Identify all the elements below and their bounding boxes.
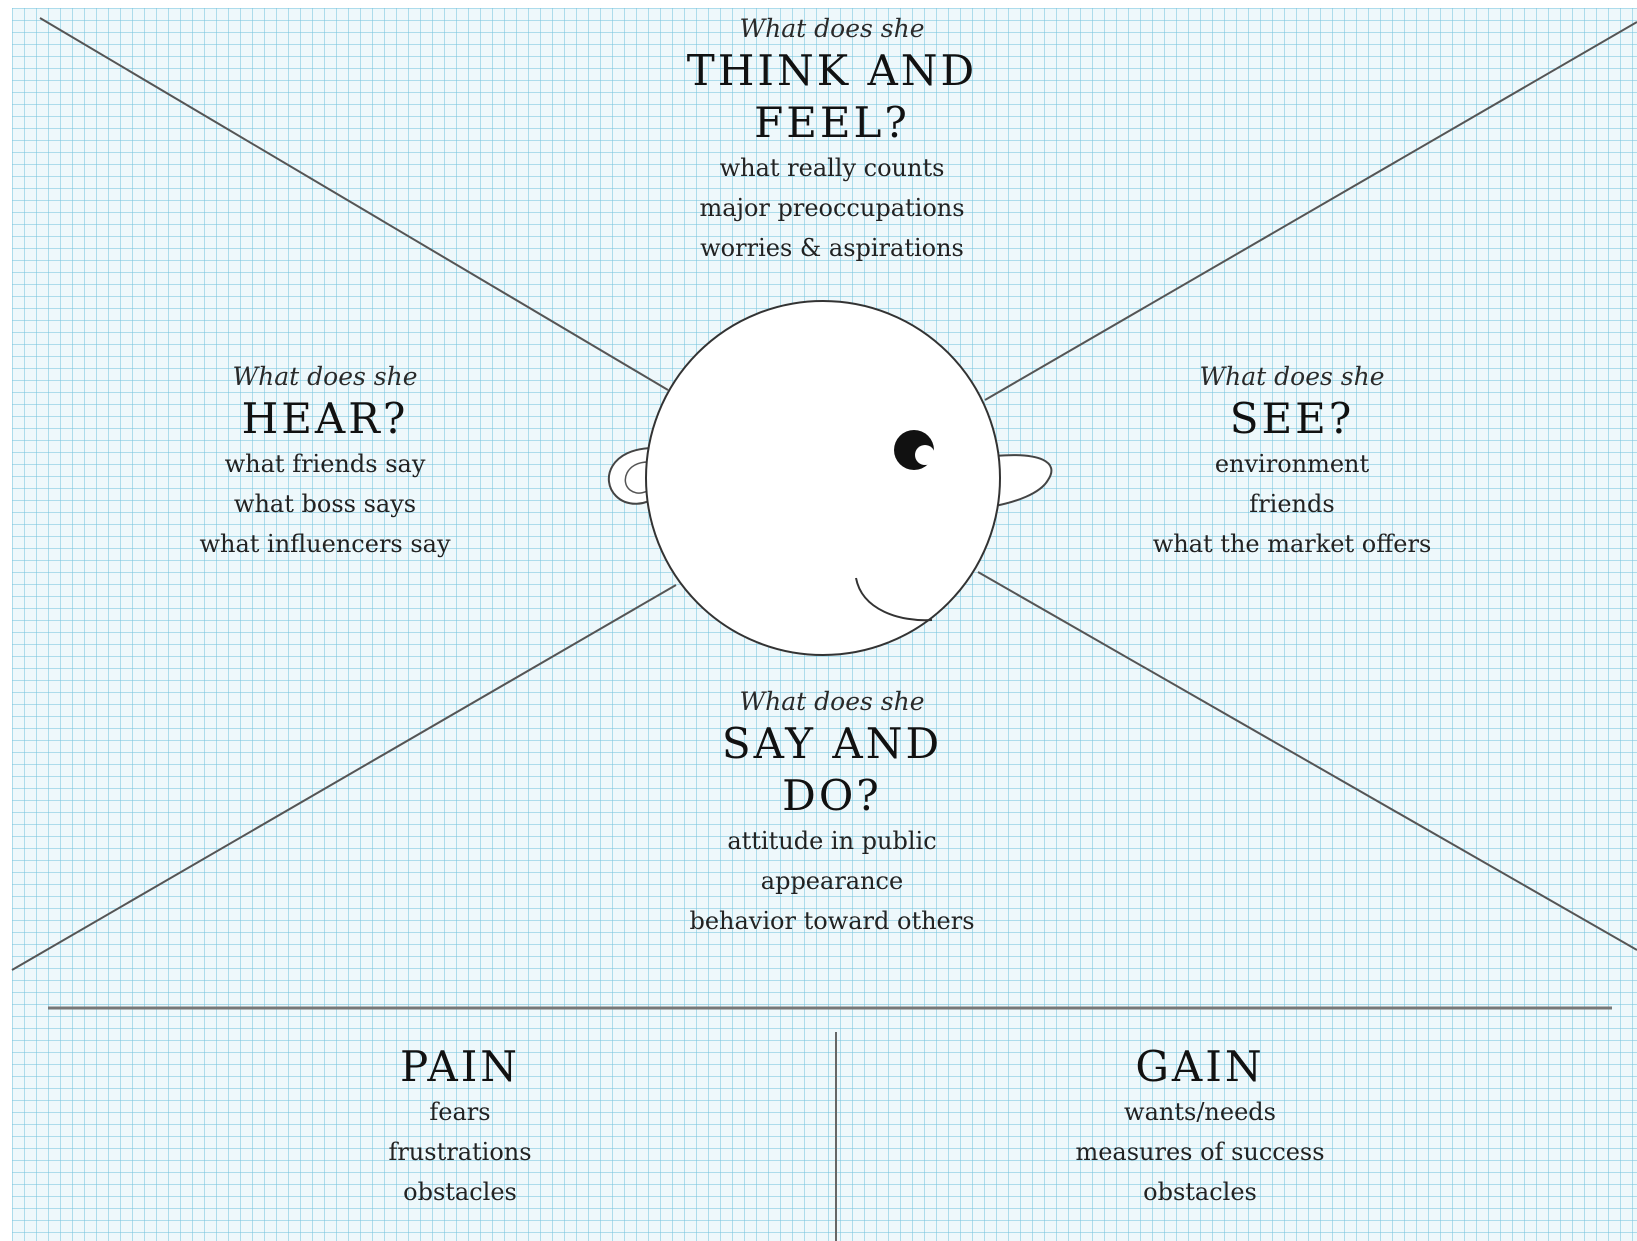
see-section: What does she SEE? environment friends w… (1153, 362, 1432, 564)
say-do-item: behavior toward others (689, 901, 974, 941)
pain-item: frustrations (388, 1132, 531, 1172)
pain-section: PAIN fears frustrations obstacles (388, 1040, 531, 1212)
say-do-heading-line2: DO? (689, 771, 974, 821)
gain-item: obstacles (1075, 1172, 1324, 1212)
say-do-question: What does she (689, 687, 974, 717)
head-circle (646, 301, 1000, 655)
head-drawing (609, 301, 1052, 655)
divider-top-left (40, 18, 668, 390)
pain-heading: PAIN (388, 1042, 531, 1092)
eye-highlight (915, 445, 935, 465)
pain-item: fears (388, 1092, 531, 1132)
divider-top-right (985, 22, 1637, 400)
hear-heading: HEAR? (199, 394, 450, 444)
say-do-item: appearance (689, 861, 974, 901)
think-feel-item: what really counts (687, 148, 977, 188)
gain-heading: GAIN (1075, 1042, 1324, 1092)
hear-question: What does she (199, 362, 450, 392)
hear-item: what friends say (199, 444, 450, 484)
say-do-section: What does she SAY AND DO? attitude in pu… (689, 687, 974, 941)
gain-item: wants/needs (1075, 1092, 1324, 1132)
think-feel-section: What does she THINK AND FEEL? what reall… (687, 14, 977, 268)
see-item: environment (1153, 444, 1432, 484)
see-item: what the market offers (1153, 524, 1432, 564)
think-feel-item: worries & aspirations (687, 228, 977, 268)
say-do-heading-line1: SAY AND (689, 719, 974, 769)
think-feel-heading-line1: THINK AND (687, 46, 977, 96)
hear-section: What does she HEAR? what friends say wha… (199, 362, 450, 564)
say-do-item: attitude in public (689, 821, 974, 861)
gain-item: measures of success (1075, 1132, 1324, 1172)
pain-item: obstacles (388, 1172, 531, 1212)
see-question: What does she (1153, 362, 1432, 392)
divider-bottom-left (12, 585, 676, 970)
right-ear (995, 455, 1051, 506)
think-feel-question: What does she (687, 14, 977, 44)
think-feel-item: major preoccupations (687, 188, 977, 228)
gain-section: GAIN wants/needs measures of success obs… (1075, 1040, 1324, 1212)
think-feel-heading-line2: FEEL? (687, 98, 977, 148)
see-heading: SEE? (1153, 394, 1432, 444)
hear-item: what influencers say (199, 524, 450, 564)
hear-item: what boss says (199, 484, 450, 524)
see-item: friends (1153, 484, 1432, 524)
divider-bottom-right (978, 572, 1637, 950)
